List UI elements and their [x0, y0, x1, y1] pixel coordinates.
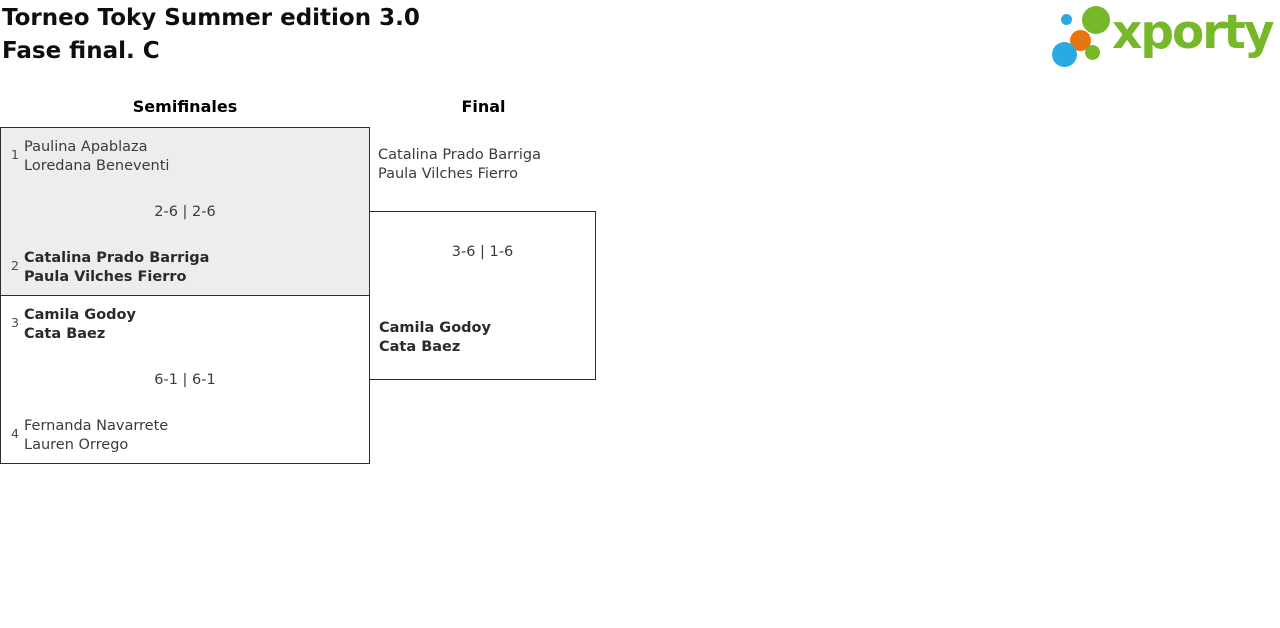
team-names: Camila Godoy Cata Baez [24, 306, 136, 344]
logo-dot-icon [1082, 6, 1110, 34]
player-name: Paula Vilches Fierro [378, 166, 519, 182]
team-names: Catalina Prado Barriga Paula Vilches Fie… [24, 249, 209, 287]
player-name: Cata Baez [24, 326, 106, 342]
match-score: 6-1 | 6-1 [154, 372, 216, 388]
player-name: Paula Vilches Fierro [24, 269, 187, 285]
player-name: Fernanda Navarrete [24, 418, 169, 434]
seed-number: 3 [11, 315, 19, 330]
logo-dot-icon [1061, 14, 1072, 25]
header-titles: Torneo Toky Summer edition 3.0 Fase fina… [2, 2, 420, 68]
seed-number: 4 [11, 426, 19, 441]
team-names: Camila Godoy Cata Baez [379, 319, 491, 357]
player-name: Paulina Apablaza [24, 139, 148, 155]
player-name: Catalina Prado Barriga [378, 147, 541, 163]
logo-dot-icon [1070, 30, 1091, 51]
semifinal-match-1[interactable]: 1 Paulina Apablaza Loredana Beneventi 2-… [0, 127, 370, 296]
team-names: Paulina Apablaza Loredana Beneventi [24, 138, 169, 176]
player-name: Lauren Orrego [24, 437, 129, 453]
player-name: Camila Godoy [379, 320, 491, 336]
match-score: 2-6 | 2-6 [154, 204, 216, 220]
logo-dot-icon [1085, 45, 1100, 60]
match-score: 3-6 | 1-6 [451, 244, 514, 260]
seed-number: 2 [11, 258, 19, 273]
player-name: Loredana Beneventi [24, 158, 170, 174]
xporty-logo[interactable]: xporty [1050, 2, 1278, 70]
player-name: Camila Godoy [24, 307, 136, 323]
final-team-top: Catalina Prado Barriga Paula Vilches Fie… [378, 146, 541, 184]
final-match[interactable]: 3-6 | 1-6 Camila Godoy Cata Baez [369, 211, 596, 380]
player-name: Cata Baez [379, 339, 461, 355]
team-names: Fernanda Navarrete Lauren Orrego [24, 417, 168, 455]
logo-wordmark: xporty [1112, 5, 1275, 60]
phase-title: Fase final. C [2, 38, 160, 64]
semifinal-match-2[interactable]: 3 Camila Godoy Cata Baez 6-1 | 6-1 4 Fer… [0, 295, 370, 464]
round-header-semifinals: Semifinales [132, 97, 238, 116]
round-header-final: Final [461, 97, 506, 116]
seed-number: 1 [11, 147, 19, 162]
player-name: Catalina Prado Barriga [24, 250, 210, 266]
logo-dot-icon [1052, 42, 1077, 67]
tournament-title: Torneo Toky Summer edition 3.0 [2, 5, 420, 31]
